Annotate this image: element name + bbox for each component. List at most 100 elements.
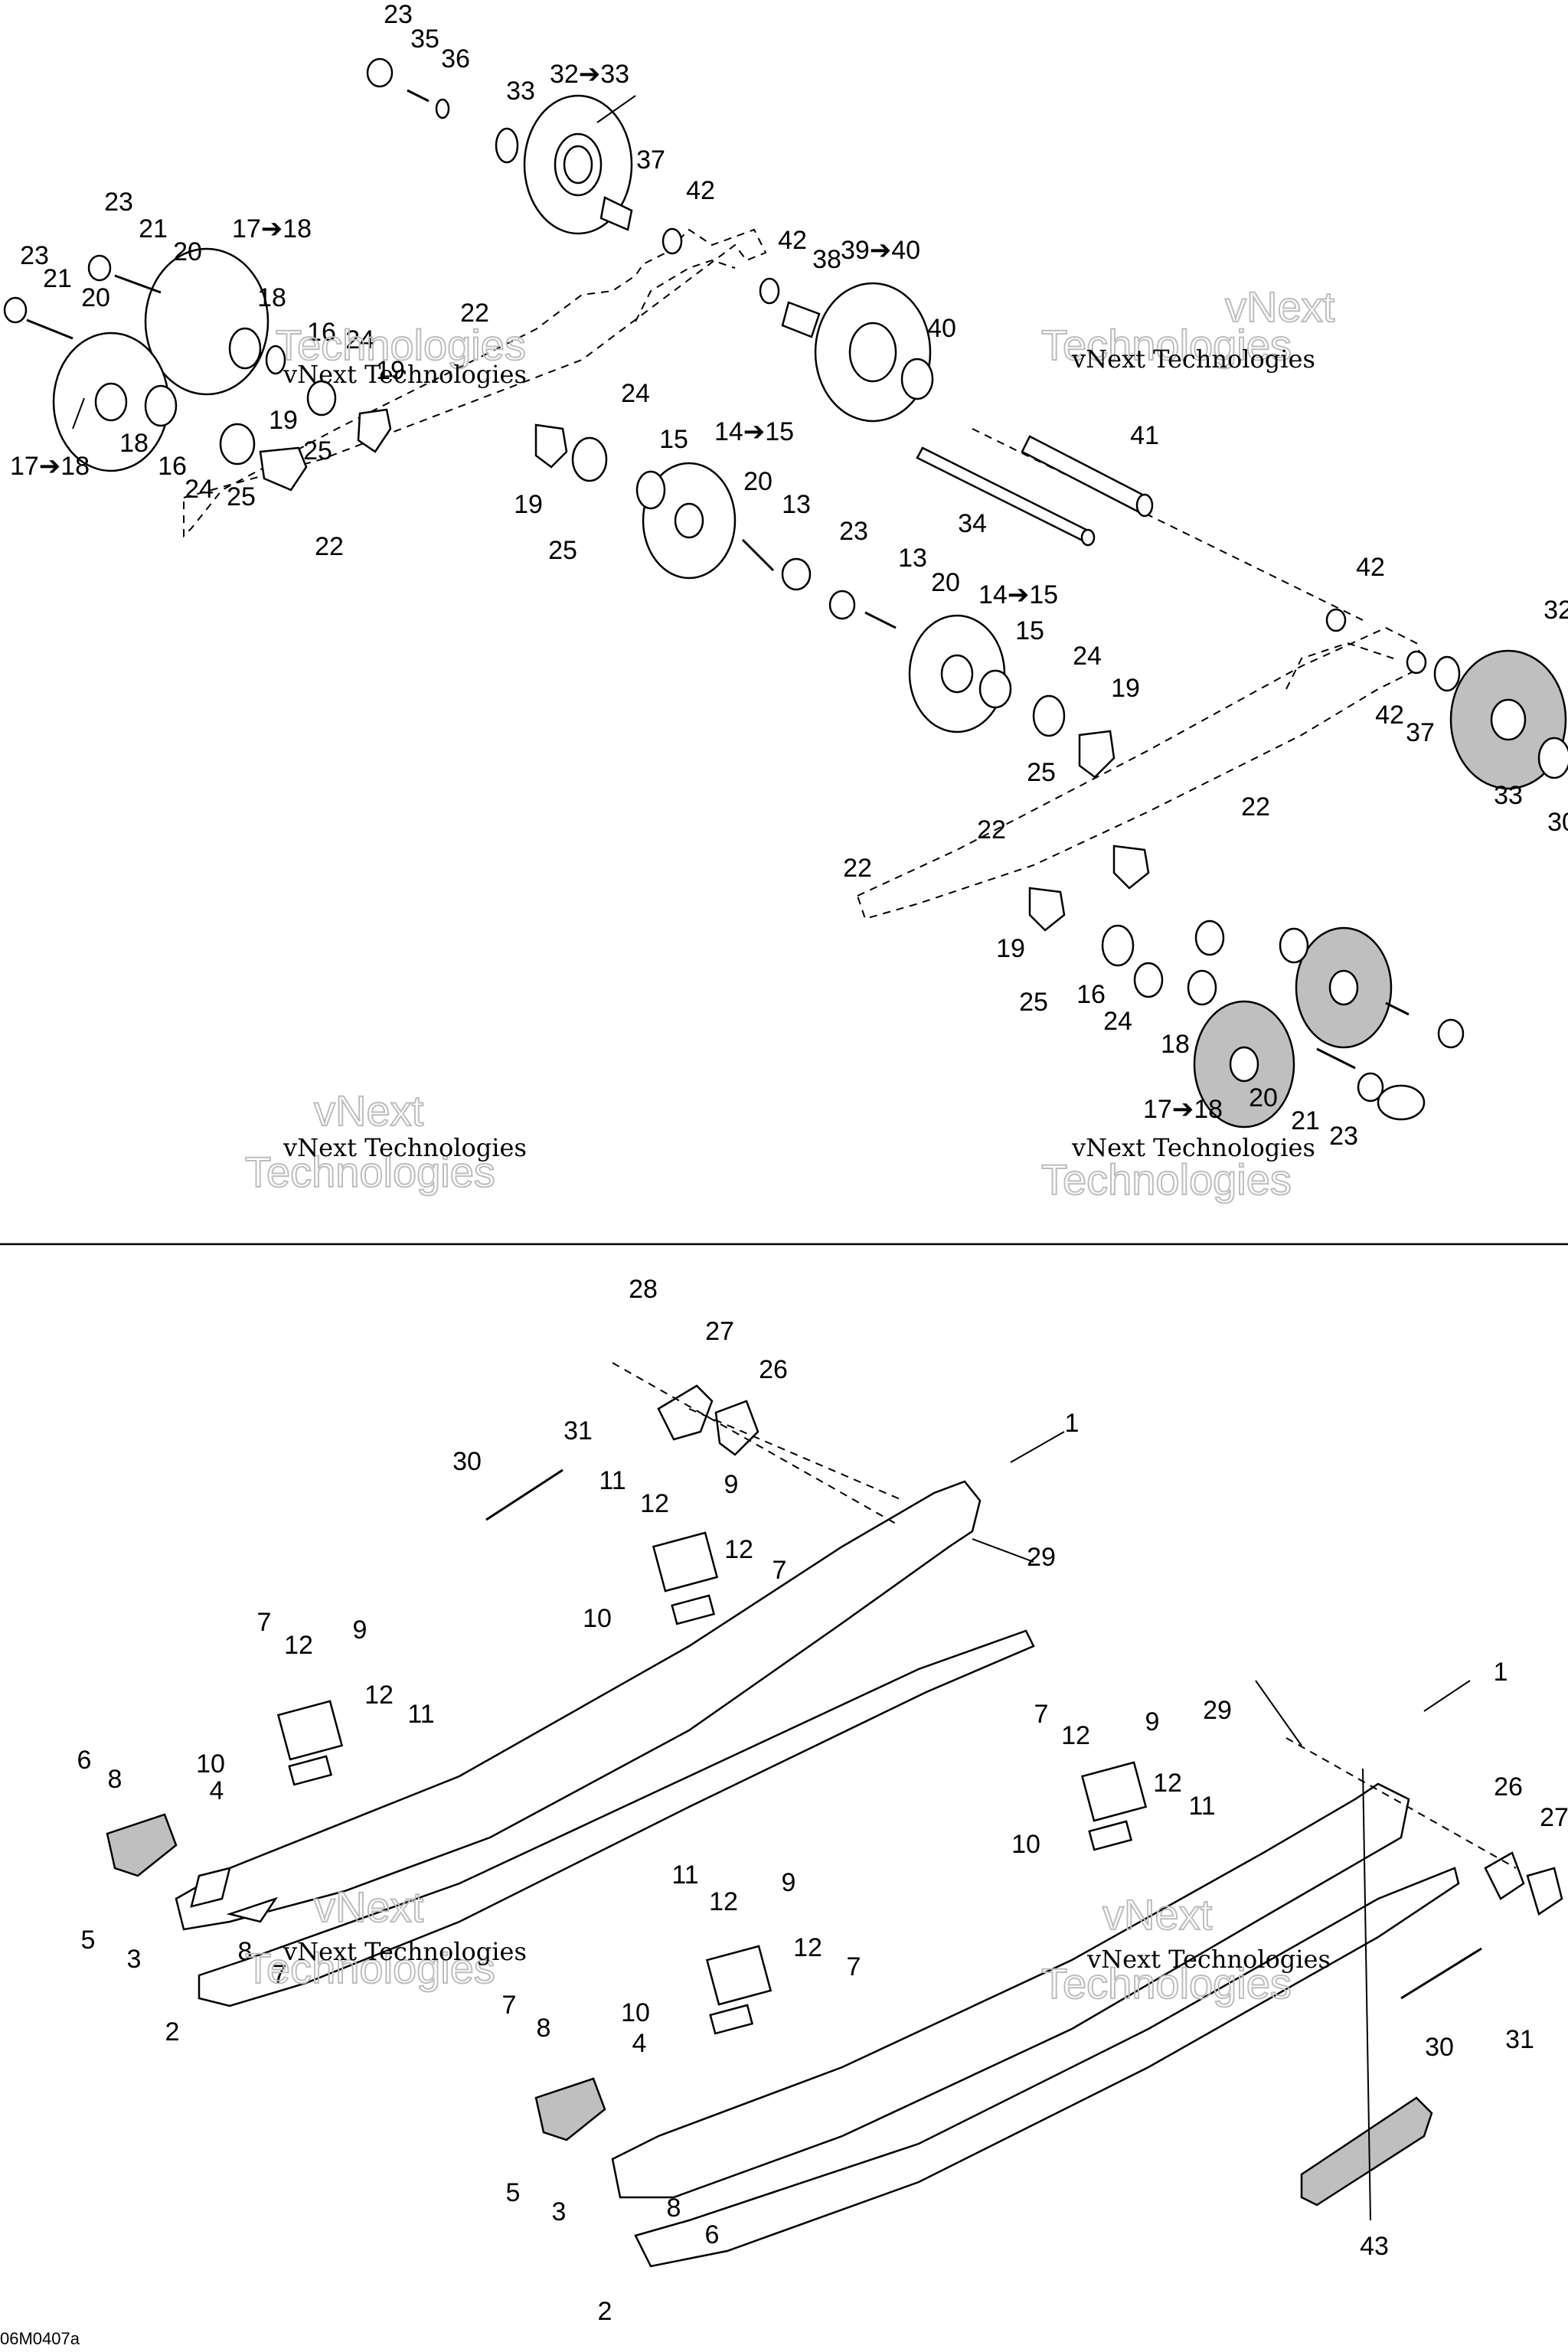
callout-c37: 20 [743, 467, 773, 496]
callout-c25: 18 [119, 429, 149, 458]
figure-code: 06M0407a [0, 2329, 80, 2348]
wheel-14-upper [642, 462, 737, 580]
callout-c42: 13 [898, 544, 927, 573]
callout-c65: 21 [1291, 1106, 1320, 1135]
rail-left [175, 1480, 982, 1931]
callout-d52: 31 [1505, 2025, 1534, 2054]
callout-d6: 1 [1065, 1409, 1080, 1438]
callout-c56: 22 [977, 815, 1006, 844]
callout-d34: 11 [1188, 1792, 1215, 1821]
callout-d26: 7 [273, 1960, 287, 1989]
callout-c58: 19 [996, 934, 1025, 963]
callout-c52: 33 [1494, 781, 1523, 810]
watermark-outline: vNext [1102, 1890, 1213, 1939]
guide-lines-bottom [612, 1362, 1517, 1869]
callout-c20: 16 [307, 318, 336, 347]
callout-c38: 13 [782, 490, 811, 519]
callout-d29: 29 [1203, 1696, 1232, 1725]
callout-c2: 35 [410, 24, 439, 54]
callout-d15: 12 [284, 1631, 313, 1660]
callout-d48: 3 [552, 2197, 567, 2226]
callout-d1: 28 [629, 1275, 658, 1304]
callout-c7: 42 [686, 176, 715, 205]
brackets-19 [259, 408, 1150, 932]
callout-d50: 6 [705, 2220, 720, 2249]
leader-lines [72, 95, 1471, 2221]
callout-c40: 34 [958, 509, 987, 538]
callout-d18: 11 [407, 1700, 434, 1729]
callout-c61: 24 [1103, 1007, 1132, 1036]
watermark-outline: Technologies [276, 321, 526, 369]
callout-d23: 5 [81, 1926, 96, 1955]
callout-d5: 30 [452, 1447, 482, 1476]
callout-d12: 7 [773, 1556, 787, 1585]
bolts-30 [485, 1468, 1482, 2000]
wheel-32-right [1449, 649, 1567, 790]
callout-d42: 7 [847, 1952, 861, 1981]
callout-d46: 4 [632, 2029, 647, 2058]
watermark-outline: Technologies [245, 1148, 495, 1196]
callout-c22: 19 [376, 356, 405, 385]
callout-c10: 39➔40 [841, 236, 920, 265]
callout-d8: 12 [640, 1489, 669, 1518]
callout-c13: 21 [139, 214, 168, 243]
watermark-text: vNext Technologies [1071, 1133, 1315, 1162]
callout-d20: 6 [77, 1746, 92, 1775]
callout-d51: 30 [1425, 2033, 1454, 2062]
axle-41 [1021, 435, 1154, 518]
callout-d31: 12 [1061, 1721, 1090, 1750]
callout-d27: 2 [165, 2017, 180, 2047]
bumper-stops-5 [106, 1813, 606, 2141]
callout-c47: 19 [1111, 674, 1140, 703]
bolts-top [26, 89, 1410, 1070]
callout-c16: 23 [20, 241, 49, 270]
callout-c44: 14➔15 [978, 580, 1058, 609]
callout-c57: 22 [843, 854, 872, 883]
callout-c34: 14➔15 [714, 417, 794, 446]
callout-c33: 15 [659, 425, 688, 454]
watermark-outline: vNext [314, 1086, 424, 1135]
callout-c26: 16 [158, 452, 187, 481]
callout-c63: 17➔18 [1143, 1095, 1223, 1124]
callout-d16: 9 [353, 1615, 368, 1645]
callout-c12: 23 [104, 188, 133, 217]
callout-c14: 20 [173, 237, 202, 266]
callout-c21: 24 [345, 325, 374, 354]
rear-suspension-rail-upper [183, 228, 1426, 920]
wheel-39 [814, 282, 932, 423]
callout-c29: 24 [185, 475, 214, 504]
callout-d28: 1 [1494, 1658, 1508, 1687]
callout-c62: 18 [1161, 1030, 1190, 1059]
callout-d36: 26 [1494, 1772, 1523, 1802]
callout-c27: 19 [269, 406, 298, 435]
callout-c23: 22 [460, 299, 489, 328]
callout-d25: 8 [238, 1937, 253, 1966]
callout-c32: 24 [621, 379, 650, 408]
callout-d32: 9 [1145, 1707, 1160, 1736]
watermarks: Technologies vNext Technologies Technolo… [244, 282, 1336, 2008]
callout-d21: 8 [108, 1765, 122, 1794]
callout-c28: 25 [303, 436, 332, 466]
callout-d40: 9 [782, 1868, 796, 1897]
axle-34 [916, 446, 1096, 547]
callout-c64: 20 [1249, 1083, 1278, 1112]
emblem-43 [1300, 2096, 1433, 2207]
callout-c51: 37 [1406, 718, 1435, 747]
callout-c50: 42 [1375, 701, 1404, 730]
callout-d7: 11 [599, 1466, 626, 1495]
callout-d54: 2 [598, 2297, 612, 2326]
callout-c4: 33 [506, 77, 535, 106]
watermark-outline: Technologies [1041, 1155, 1292, 1204]
callout-c18: 20 [81, 283, 110, 312]
callout-c19: 18 [257, 283, 286, 312]
callout-d10: 12 [724, 1535, 753, 1564]
callout-c53: 30 [1547, 808, 1568, 837]
callout-c55: 22 [1241, 792, 1270, 822]
callout-c1: 23 [384, 0, 413, 29]
callout-c54: 25 [1027, 758, 1056, 787]
small-hardware-top [3, 57, 1568, 1121]
watermark-text: vNext Technologies [283, 1937, 527, 1966]
watermark-text: vNext Technologies [1086, 1945, 1331, 1974]
callout-d45: 8 [537, 2014, 551, 2043]
